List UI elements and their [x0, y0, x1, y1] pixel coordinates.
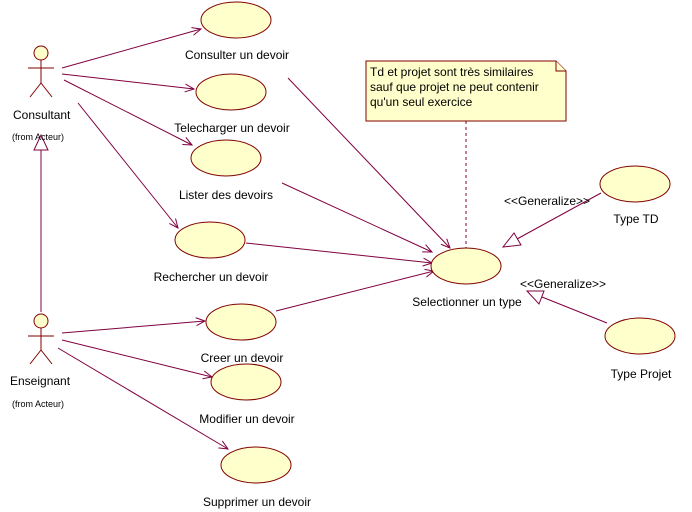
use-case-type-td[interactable]: Type TD — [599, 165, 671, 226]
use-case-ellipse — [195, 73, 267, 111]
use-case-ellipse — [210, 363, 282, 401]
note-line-3: qu'un seul exercice — [370, 95, 473, 109]
actor-enseignant-origin: (from Acteur) — [12, 399, 64, 409]
use-case-modifier[interactable]: Modifier un devoir — [199, 363, 295, 426]
use-case-supprimer[interactable]: Supprimer un devoir — [203, 446, 311, 509]
use-case-label: Lister des devoirs — [179, 188, 273, 202]
note-fold — [555, 61, 566, 72]
use-case-ellipse — [220, 446, 292, 484]
use-case-label: Type TD — [613, 212, 658, 226]
actor-left-leg — [29, 349, 42, 365]
use-case-label: Modifier un devoir — [199, 412, 294, 426]
actor-enseignant[interactable]: Enseignant (from Acteur) — [10, 313, 71, 409]
stereotype-generalize-td: <<Generalize>> — [504, 194, 590, 208]
note-line-1: Td et projet sont très similaires — [370, 65, 533, 79]
assoc-rechercher-selectionner — [245, 242, 432, 263]
actor-head — [33, 45, 49, 61]
use-case-type-projet[interactable]: Type Projet — [604, 317, 676, 381]
assoc-consultant-consulter — [61, 29, 201, 69]
assoc-consultant-lister — [63, 79, 192, 145]
assoc-lister-selectionner — [281, 182, 432, 252]
actor-left-leg — [29, 82, 42, 98]
use-case-consulter[interactable]: Consulter un devoir — [185, 1, 289, 62]
note-line-2: sauf que projet ne peut contenir — [370, 80, 539, 94]
generalization-projet-arrowhead — [525, 290, 545, 305]
use-case-lister[interactable]: Lister des devoirs — [179, 139, 273, 202]
stereotype-generalize-projet: <<Generalize>> — [520, 277, 606, 291]
assoc-consulter-selectionner — [287, 77, 450, 248]
generalization-arrowhead — [33, 133, 49, 151]
use-case-ellipse — [205, 303, 277, 341]
use-case-ellipse — [430, 247, 502, 285]
use-case-ellipse — [200, 1, 272, 39]
actor-head — [33, 313, 49, 329]
use-case-label: Type Projet — [611, 367, 672, 381]
use-case-label: Consulter un devoir — [185, 48, 289, 62]
use-case-label: Telecharger un devoir — [174, 121, 289, 135]
use-case-ellipse — [604, 317, 676, 355]
use-case-telecharger[interactable]: Telecharger un devoir — [174, 73, 290, 135]
association-lines — [33, 29, 608, 449]
actor-enseignant-name: Enseignant — [10, 374, 71, 388]
use-case-rechercher[interactable]: Rechercher un devoir — [154, 221, 269, 284]
use-case-label: Selectionner un type — [412, 295, 522, 309]
assoc-consultant-rechercher — [77, 102, 178, 228]
use-case-ellipse — [599, 165, 671, 203]
use-case-ellipse — [190, 139, 262, 177]
use-case-label: Creer un devoir — [201, 351, 284, 365]
generalization-td-arrowhead — [501, 232, 522, 248]
note-box — [365, 60, 567, 122]
generalization-td-selectionner — [516, 192, 602, 240]
assoc-enseignant-creer — [61, 321, 205, 334]
use-case-creer[interactable]: Creer un devoir — [201, 303, 284, 365]
actor-right-leg — [40, 82, 53, 98]
assoc-creer-selectionner — [275, 271, 434, 312]
assoc-enseignant-modifier — [61, 339, 212, 377]
use-case-ellipse — [174, 221, 246, 259]
note[interactable]: Td et projet sont très similaires sauf q… — [365, 60, 567, 122]
actor-consultant[interactable]: Consultant (from Acteur) — [12, 45, 71, 142]
assoc-enseignant-supprimer — [57, 347, 228, 449]
actor-right-leg — [40, 349, 53, 365]
use-case-label: Supprimer un devoir — [203, 495, 311, 509]
assoc-consultant-telecharger — [61, 73, 194, 89]
use-case-label: Rechercher un devoir — [154, 270, 269, 284]
actor-consultant-name: Consultant — [13, 108, 71, 122]
generalization-projet-selectionner — [541, 296, 608, 324]
use-case-selectionner[interactable]: Selectionner un type — [412, 247, 522, 309]
actor-consultant-origin: (from Acteur) — [12, 132, 64, 142]
